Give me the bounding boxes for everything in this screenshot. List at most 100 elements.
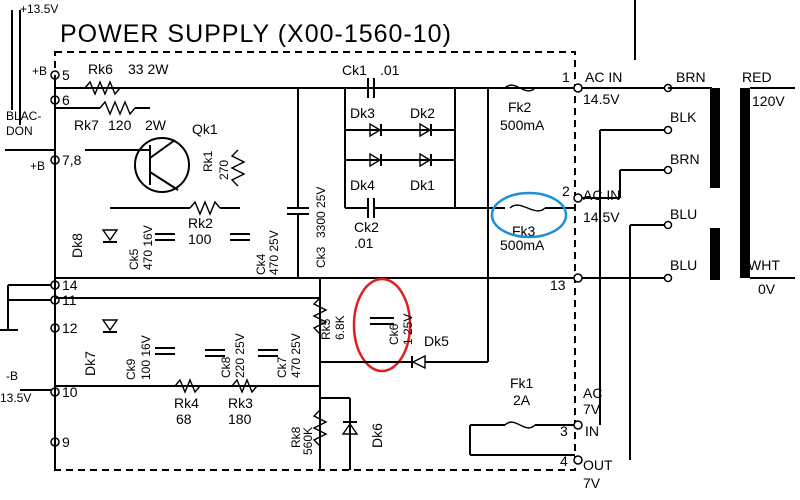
- dk7-label: Dk7: [82, 351, 98, 376]
- label-ac: AC: [583, 385, 602, 401]
- dk1-label: Dk1: [410, 177, 435, 193]
- bottom-left-voltage: 13.5V: [0, 391, 31, 405]
- dk6-label: Dk6: [369, 423, 385, 448]
- label-b-plus-bottom: +B: [30, 159, 45, 173]
- dk3-label: Dk3: [350, 105, 375, 121]
- diode-dk3: [369, 122, 382, 138]
- ck3-value: 3300 25V: [314, 187, 328, 238]
- resistor-rk5: [312, 297, 328, 335]
- ck7-label: Ck7: [275, 356, 289, 378]
- label-0v: 0V: [758, 281, 776, 297]
- label-blu-2: BLU: [670, 257, 697, 273]
- pin-78-label: 7,8: [62, 152, 82, 168]
- label-brn-1: BRN: [676, 69, 706, 85]
- rk6-value: 33 2W: [128, 61, 169, 77]
- diode-dk6: [341, 422, 359, 435]
- pin-10-label: 10: [62, 384, 78, 400]
- ck1-value: .01: [380, 62, 400, 78]
- diode-dk1: [419, 152, 432, 168]
- resistor-rk1: [230, 149, 246, 187]
- label-b-plus-top: +B: [32, 64, 47, 78]
- fk2-value: 500mA: [500, 117, 545, 133]
- rk1-value: 270: [217, 160, 231, 180]
- rk8-label: Rk8: [289, 426, 303, 448]
- label-out: OUT: [583, 457, 613, 473]
- rk8-value: 560K: [301, 427, 315, 455]
- pin-9-label: 9: [62, 434, 70, 450]
- label-ac-in-1: AC IN: [585, 69, 622, 85]
- rk1-label: Rk1: [201, 150, 215, 172]
- resistor-rk3: [231, 378, 258, 394]
- fuse-fk1: [504, 421, 536, 429]
- rk7-label: Rk7: [74, 117, 99, 133]
- diode-dk7: [101, 319, 119, 332]
- resistor-rk6: [84, 80, 121, 96]
- rk2-value: 100: [188, 231, 212, 247]
- transistor-qk1: [134, 137, 190, 193]
- label-wht: WHT: [748, 257, 780, 273]
- label-b-minus: -B: [6, 369, 18, 383]
- rk5-label: Rk5: [319, 318, 333, 340]
- rk3-label: Rk3: [228, 395, 253, 411]
- label-blac: BLAC-: [6, 109, 41, 123]
- top-left-voltage: +13.5V: [20, 2, 58, 16]
- diode-dk8: [101, 229, 119, 242]
- qk1-collector: [149, 139, 176, 159]
- rk6-label: Rk6: [88, 61, 113, 77]
- dk8-label: Dk8: [69, 233, 85, 258]
- diode-dk4: [369, 152, 382, 168]
- fuse-fk2: [504, 84, 536, 92]
- ck6-label: Ck6: [387, 323, 401, 345]
- highlight-red: [352, 277, 412, 373]
- ck8-label: Ck8: [219, 356, 233, 378]
- transformer-secondary-2: [710, 228, 720, 280]
- label-7v-out: 7V: [583, 475, 601, 491]
- label-7v: 7V: [583, 401, 601, 417]
- pin-5-label: 5: [62, 67, 70, 83]
- rk4-label: Rk4: [174, 395, 199, 411]
- ck1-label: Ck1: [342, 62, 367, 78]
- pin-4: [573, 455, 583, 465]
- fuse-fk3: [509, 204, 546, 212]
- transformer-secondary-1: [710, 88, 720, 188]
- rk7-value: 120: [108, 117, 132, 133]
- ck6-value: 1 25V: [401, 314, 415, 345]
- dk5-label: Dk5: [424, 333, 449, 349]
- resistor-rk7: [99, 100, 136, 116]
- pin-13: [573, 273, 583, 283]
- dk2-label: Dk2: [410, 105, 435, 121]
- schematic-title: POWER SUPPLY (X00-1560-10): [60, 20, 452, 48]
- fk1-label: Fk1: [510, 375, 534, 391]
- fk2-label: Fk2: [508, 99, 532, 115]
- label-red: RED: [742, 69, 772, 85]
- ck2-label: Ck2: [354, 219, 379, 235]
- pin-2-label: 2: [562, 183, 570, 199]
- pin-1: [573, 83, 583, 93]
- rk5-value: 6.8K: [333, 315, 347, 340]
- ck5-label: Ck5: [127, 248, 141, 270]
- transformer-primary: [740, 88, 750, 278]
- term-blk: [663, 125, 673, 135]
- resistor-rk2: [189, 200, 221, 216]
- diode-dk2: [419, 122, 432, 138]
- label-brn-2: BRN: [670, 151, 700, 167]
- label-120v: 120V: [752, 93, 785, 109]
- rk2-label: Rk2: [188, 215, 213, 231]
- label-145v-1: 14.5V: [583, 91, 620, 107]
- term-brn-2: [663, 165, 673, 175]
- pin-3-label: 3: [560, 423, 568, 439]
- pin-4-label: 4: [560, 453, 568, 469]
- term-blu-2: [663, 273, 673, 283]
- resistor-rk8: [312, 409, 328, 447]
- fk1-value: 2A: [513, 392, 531, 408]
- rk7-watt: 2W: [145, 117, 167, 133]
- term-blu-1: [663, 220, 673, 230]
- pin-1-label: 1: [562, 69, 570, 85]
- label-in: IN: [585, 423, 599, 439]
- label-145v-2: 14.5V: [583, 209, 620, 225]
- ck8-value: 220 25V: [233, 333, 247, 378]
- ck2-value: .01: [354, 235, 374, 251]
- rk3-value: 180: [228, 411, 252, 427]
- ck4-value: 470 25V: [267, 230, 281, 275]
